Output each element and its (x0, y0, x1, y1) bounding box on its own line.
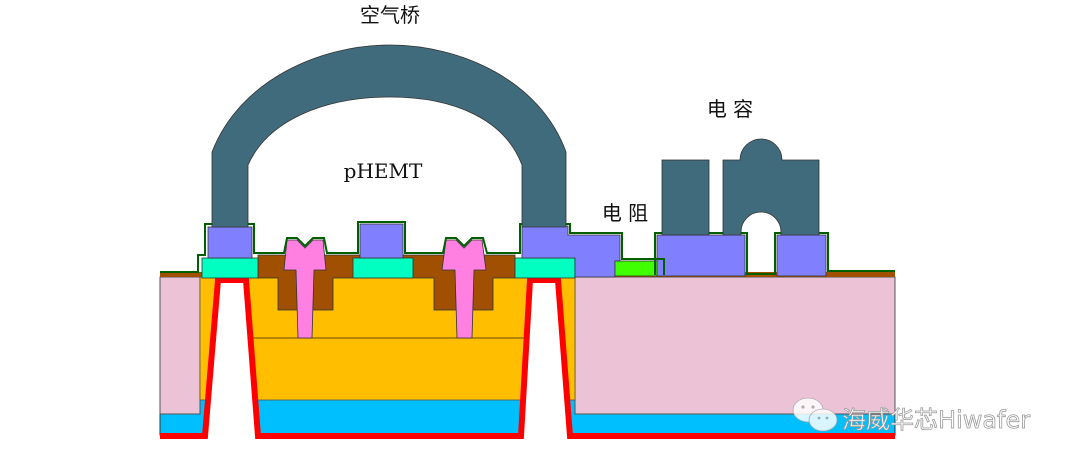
watermark-text: 海威华芯Hiwafer (842, 406, 1030, 434)
capacitor-top-plate-right (722, 138, 820, 236)
ohmic-contact-drain (352, 257, 414, 279)
via-hole-right (522, 282, 568, 436)
ohmic-contact-source-2 (514, 257, 576, 279)
metal-source-left (207, 226, 253, 259)
capacitor-bottom-plate-left (656, 234, 746, 277)
metal-drain (359, 223, 404, 259)
substrate-right (574, 276, 896, 415)
air-bridge (211, 44, 567, 228)
label-phemt: pHEMT (344, 159, 423, 183)
passivation-left (160, 272, 202, 277)
backside-metal (160, 277, 895, 439)
label-resistor: 电 阻 (602, 201, 648, 225)
ohmic-contact-source (201, 257, 259, 279)
label-capacitor: 电 容 (707, 97, 753, 121)
label-air-bridge: 空气桥 (360, 3, 420, 27)
capacitor-bottom-plate-right (776, 234, 827, 277)
capacitor-top-plate-left (661, 159, 710, 236)
gate-right (441, 239, 487, 339)
wechat-icon (792, 397, 838, 432)
gate-left (283, 239, 327, 339)
via-hole-left (207, 282, 257, 436)
substrate-left (159, 276, 201, 415)
